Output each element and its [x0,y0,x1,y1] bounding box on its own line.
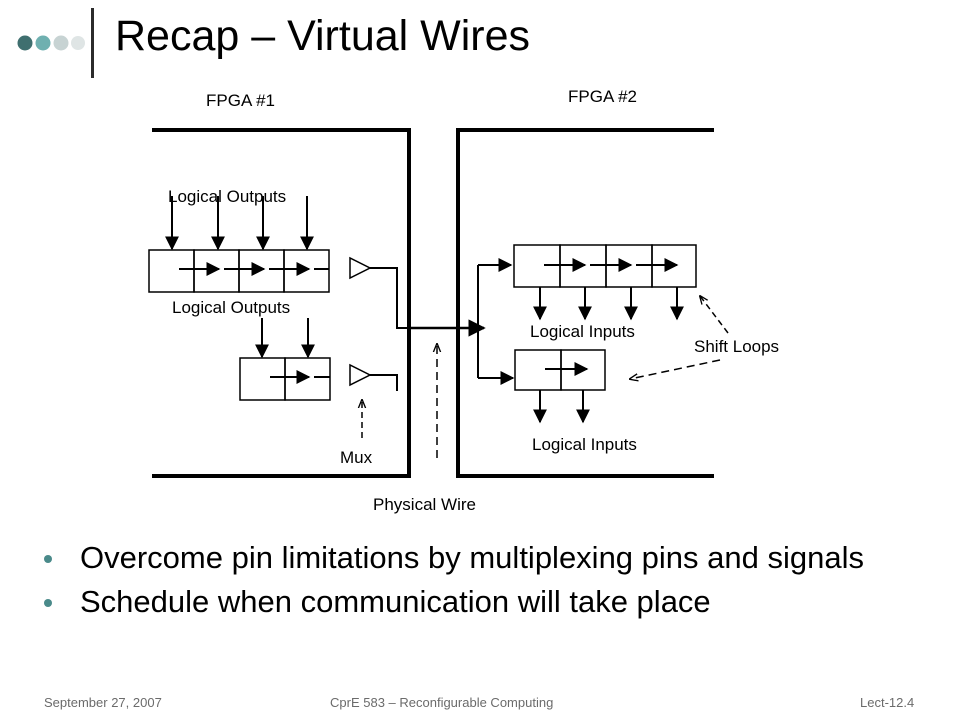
fpga2-top-shift-register [513,244,697,321]
logical-inputs-top-label: Logical Inputs [530,322,635,341]
mux-label: Mux [340,448,373,467]
bullet-dot-icon [44,555,52,563]
mux-wiring [370,267,409,391]
logical-outputs-bottom-label: Logical Outputs [172,298,290,317]
bullet-text: Overcome pin limitations by multiplexing… [80,540,864,575]
fpga2-label: FPGA #2 [568,87,637,106]
bullet-dot-icon [44,599,52,607]
decorative-dots [17,35,85,51]
slide-title: Recap – Virtual Wires [115,12,531,60]
dot-mid [35,35,51,51]
shift-loops-label: Shift Loops [694,337,779,356]
buffer-bottom [349,363,372,387]
fpga1-label: FPGA #1 [206,91,275,110]
footer-lecture: Lect-12.4 [860,695,915,710]
bullet-item: Overcome pin limitations by multiplexing… [44,541,924,575]
virtual-wires-diagram: FPGA #1 FPGA #2 Logical Outputs Logical … [148,87,779,514]
footer-course: CprE 583 – Reconfigurable Computing [330,695,554,710]
fpga1-outline [152,128,411,478]
bullet-list: Overcome pin limitations by multiplexing… [44,541,924,629]
footer-date: September 27, 2007 [44,695,162,710]
shift-loop-arrow-top [700,296,729,334]
fpga2-outline [456,128,714,478]
title-divider [91,8,94,78]
fpga2-input-wiring [477,258,515,385]
logical-inputs-bottom-label: Logical Inputs [532,435,637,454]
bullet-text: Schedule when communication will take pl… [80,584,711,619]
fpga2-bottom-shift-register [514,349,606,424]
dot-light-2 [71,36,85,50]
physical-wire-label: Physical Wire [373,495,476,514]
buffer-top [349,256,372,280]
dot-light [53,35,69,51]
fpga1-top-shift-register [148,196,330,293]
bullet-item: Schedule when communication will take pl… [44,585,924,619]
dot-dark [17,35,33,51]
fpga1-bottom-shift-register [239,318,331,401]
logical-outputs-top-label: Logical Outputs [168,187,286,206]
shift-loop-arrow-bottom [630,359,721,379]
